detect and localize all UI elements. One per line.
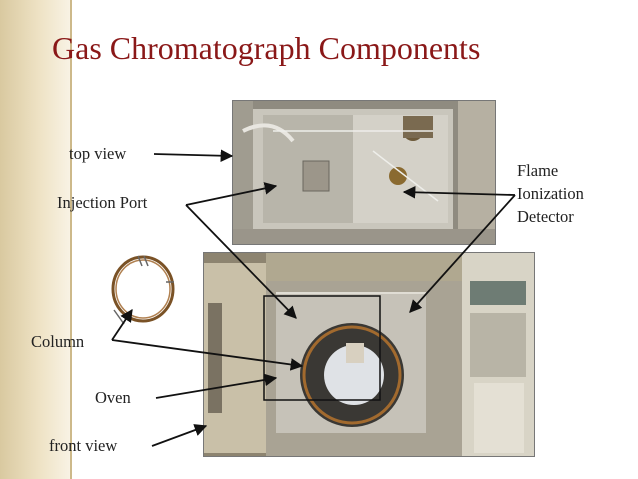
top-view-label: top view (69, 144, 127, 163)
injection-port-arrow-top (185, 182, 278, 206)
oven-highlight-box (263, 295, 381, 401)
injection-port-label: Injection Port (57, 193, 148, 212)
column-label: Column (31, 332, 85, 351)
top-view-photo (232, 100, 496, 245)
fid-arrow-top (402, 186, 516, 199)
fid-arrow-front (409, 194, 516, 313)
front-view-label: front view (49, 436, 118, 455)
column-arrow-front (111, 339, 304, 371)
oven-label: Oven (95, 388, 131, 407)
column-arrow-ring (111, 308, 133, 341)
decorative-side-bar (0, 0, 70, 479)
top-view-arrow (153, 149, 234, 163)
front-view-photo (203, 252, 535, 457)
oven-arrow (155, 373, 278, 399)
flame-ionization-detector-label: Flame Ionization Detector (517, 159, 584, 228)
fid-line-1: Flame (517, 161, 559, 180)
slide-title: Gas Chromatograph Components (52, 30, 481, 66)
injection-port-arrow-front (185, 204, 297, 319)
side-bar-edge (70, 0, 72, 479)
fid-line-2: Ionization (517, 184, 584, 203)
fid-line-3: Detector (517, 207, 574, 226)
front-view-arrow (151, 424, 208, 447)
column-ring-photo (108, 252, 178, 330)
